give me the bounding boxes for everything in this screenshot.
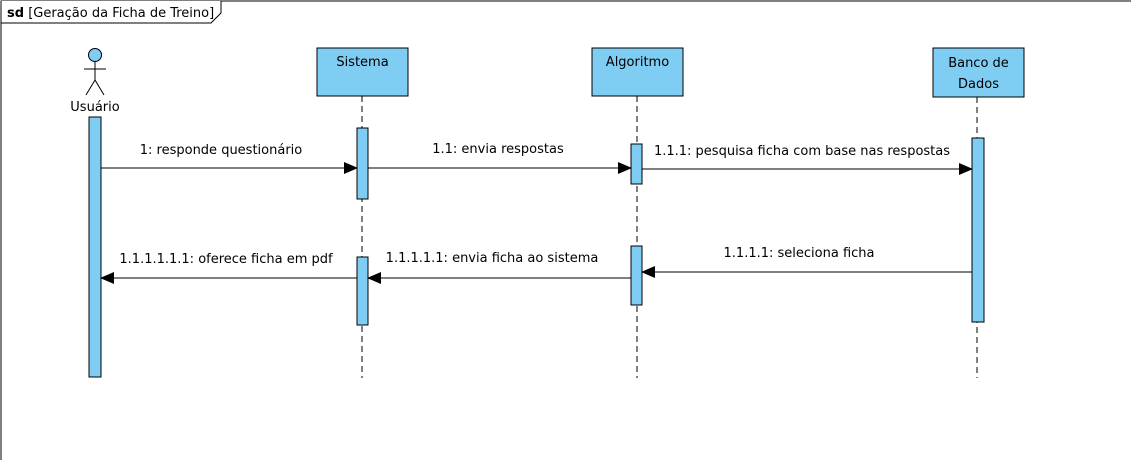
message-3: 1.1.1: pesquisa ficha com base nas respo… xyxy=(642,144,973,175)
activation-sistema-1 xyxy=(356,127,369,200)
message-1: 1: responde questionário xyxy=(101,143,358,174)
lifeline-label-banco-line2: Dados xyxy=(958,77,999,92)
lifeline-label-algoritmo: Algoritmo xyxy=(606,55,669,70)
activation-algoritmo-1 xyxy=(630,143,643,185)
frame-name: [Geração da Ficha de Treino] xyxy=(28,6,214,21)
message-1-label: 1: responde questionário xyxy=(140,143,303,158)
lifeline-algoritmo: Algoritmo xyxy=(591,47,684,378)
message-2-label: 1.1: envia respostas xyxy=(432,142,564,157)
activation-usuario xyxy=(88,116,102,378)
lifeline-head-banco-de-dados xyxy=(932,47,1025,98)
message-4-label: 1.1.1.1: seleciona ficha xyxy=(724,246,875,261)
frame-keyword: sd xyxy=(7,6,24,21)
frame-title: sd [Geração da Ficha de Treino] xyxy=(7,6,214,21)
actor-usuario: Usuário xyxy=(70,48,120,378)
activation-algoritmo-2 xyxy=(630,245,643,306)
message-6: 1.1.1.1.1.1: oferece ficha em pdf xyxy=(100,252,357,284)
actor-label: Usuário xyxy=(70,100,119,115)
message-4: 1.1.1.1: seleciona ficha xyxy=(641,246,972,278)
frame-tab xyxy=(0,1,222,24)
message-3-label: 1.1.1: pesquisa ficha com base nas respo… xyxy=(654,144,950,159)
activation-sistema-2 xyxy=(356,256,369,326)
lifeline-banco-de-dados: Banco de Dados xyxy=(932,47,1025,378)
message-6-label: 1.1.1.1.1.1: oferece ficha em pdf xyxy=(119,252,333,267)
lifeline-label-banco-line1: Banco de xyxy=(948,56,1009,71)
lifeline-head-sistema xyxy=(316,47,409,97)
lifeline-label-sistema: Sistema xyxy=(336,55,388,70)
lifeline-sistema: Sistema xyxy=(316,47,409,378)
message-5: 1.1.1.1.1: envia ficha ao sistema xyxy=(367,251,631,284)
message-2: 1.1: envia respostas xyxy=(368,142,632,174)
actor-figure-icon xyxy=(84,48,106,96)
message-5-label: 1.1.1.1.1: envia ficha ao sistema xyxy=(386,251,599,266)
lifeline-head-algoritmo xyxy=(591,47,684,97)
activation-banco-de-dados xyxy=(971,137,985,323)
